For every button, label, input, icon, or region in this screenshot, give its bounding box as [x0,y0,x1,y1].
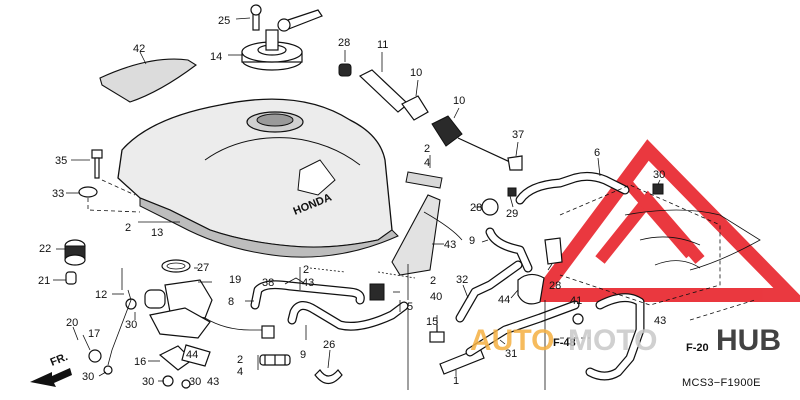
hoses-right [455,157,664,323]
callout: 43 [444,239,456,251]
drawing-code: MCS3−F1900E [682,377,761,389]
reference-tags: F-48 F-20 [553,337,709,354]
callout: 14 [210,51,222,63]
callout: 28 [549,280,561,292]
front-arrow-label: FR. [49,351,70,369]
watermark-auto: AUTO [470,324,554,357]
callout: 33 [52,188,64,200]
callout: 9 [469,235,475,247]
callout: 38 [262,277,274,289]
callout: 15 [426,316,438,328]
tank-side-panel-40 [391,194,444,276]
clamp-24 [314,349,343,385]
callout: 12 [95,289,107,301]
callout: 4 [424,157,430,169]
callout: 31 [505,348,517,360]
callout: 5 [407,301,413,313]
callout: 27 [197,262,209,274]
callout: 44 [498,294,510,306]
callout: 30 [82,371,94,383]
tank-panel-39 [99,51,197,103]
bracket-lines [121,155,546,390]
callout: 22 [39,243,51,255]
fuel-pump-assembly [72,259,275,389]
watermark-hub: HUB [716,324,781,357]
callout: 41 [570,295,582,307]
callout: 10 [453,95,465,107]
callout: 19 [229,274,241,286]
callout: 43 [654,315,666,327]
callout: 16 [134,356,146,368]
fuel-cap-assembly [228,4,323,71]
callout: 32 [456,274,468,286]
callout: 25 [218,15,230,27]
watermark-moto: MOTO [568,324,657,357]
callout: 37 [512,129,524,141]
callout: 11 [377,39,388,51]
strip-2-4 [405,171,443,189]
fuel-tank: HONDA [117,98,399,258]
callout: 28 [470,202,482,214]
watermark-text: AUTO MOTO HUB [470,324,781,357]
mount-hardware [53,149,141,285]
callout: 2 [424,143,430,155]
ref-f20: F-20 [686,342,709,354]
callout: 43 [207,376,219,388]
callout: 6 [594,147,600,159]
callout-labels: 25 14 42 28 11 10 10 37 6 30 35 33 2 4 2… [38,15,666,388]
callout: 9 [300,349,306,361]
callout: 17 [88,328,100,340]
callout: 2 [125,222,131,234]
frame-outline [559,184,761,339]
callout: 2 [430,275,436,287]
watermark-logo [526,139,800,302]
callout: 21 [38,275,50,287]
callout: 30 [125,319,137,331]
callout: 35 [55,155,67,167]
breather-parts [338,50,523,171]
callout: 13 [151,227,163,239]
front-direction-arrow: FR. [30,351,72,387]
callout: 2 [303,264,309,276]
hoses-center [245,267,416,366]
callout: 26 [323,339,335,351]
callout: 1 [453,375,459,387]
ref-f48: F-48 [553,337,576,349]
callout: 30 [189,376,201,388]
lower-right-fittings [429,293,645,381]
callout: 40 [430,291,442,303]
callout: 28 [338,37,350,49]
callout: 43 [302,277,314,289]
callout: 10 [410,67,422,79]
callout: 30 [142,376,154,388]
callout: 30 [653,169,665,181]
callout: 20 [66,317,78,329]
callout: 44 [186,349,198,361]
callout: 2 [237,354,243,366]
callout: 29 [506,208,518,220]
callout: 42 [133,43,145,55]
callout: 8 [228,296,234,308]
callout: 4 [237,366,243,378]
